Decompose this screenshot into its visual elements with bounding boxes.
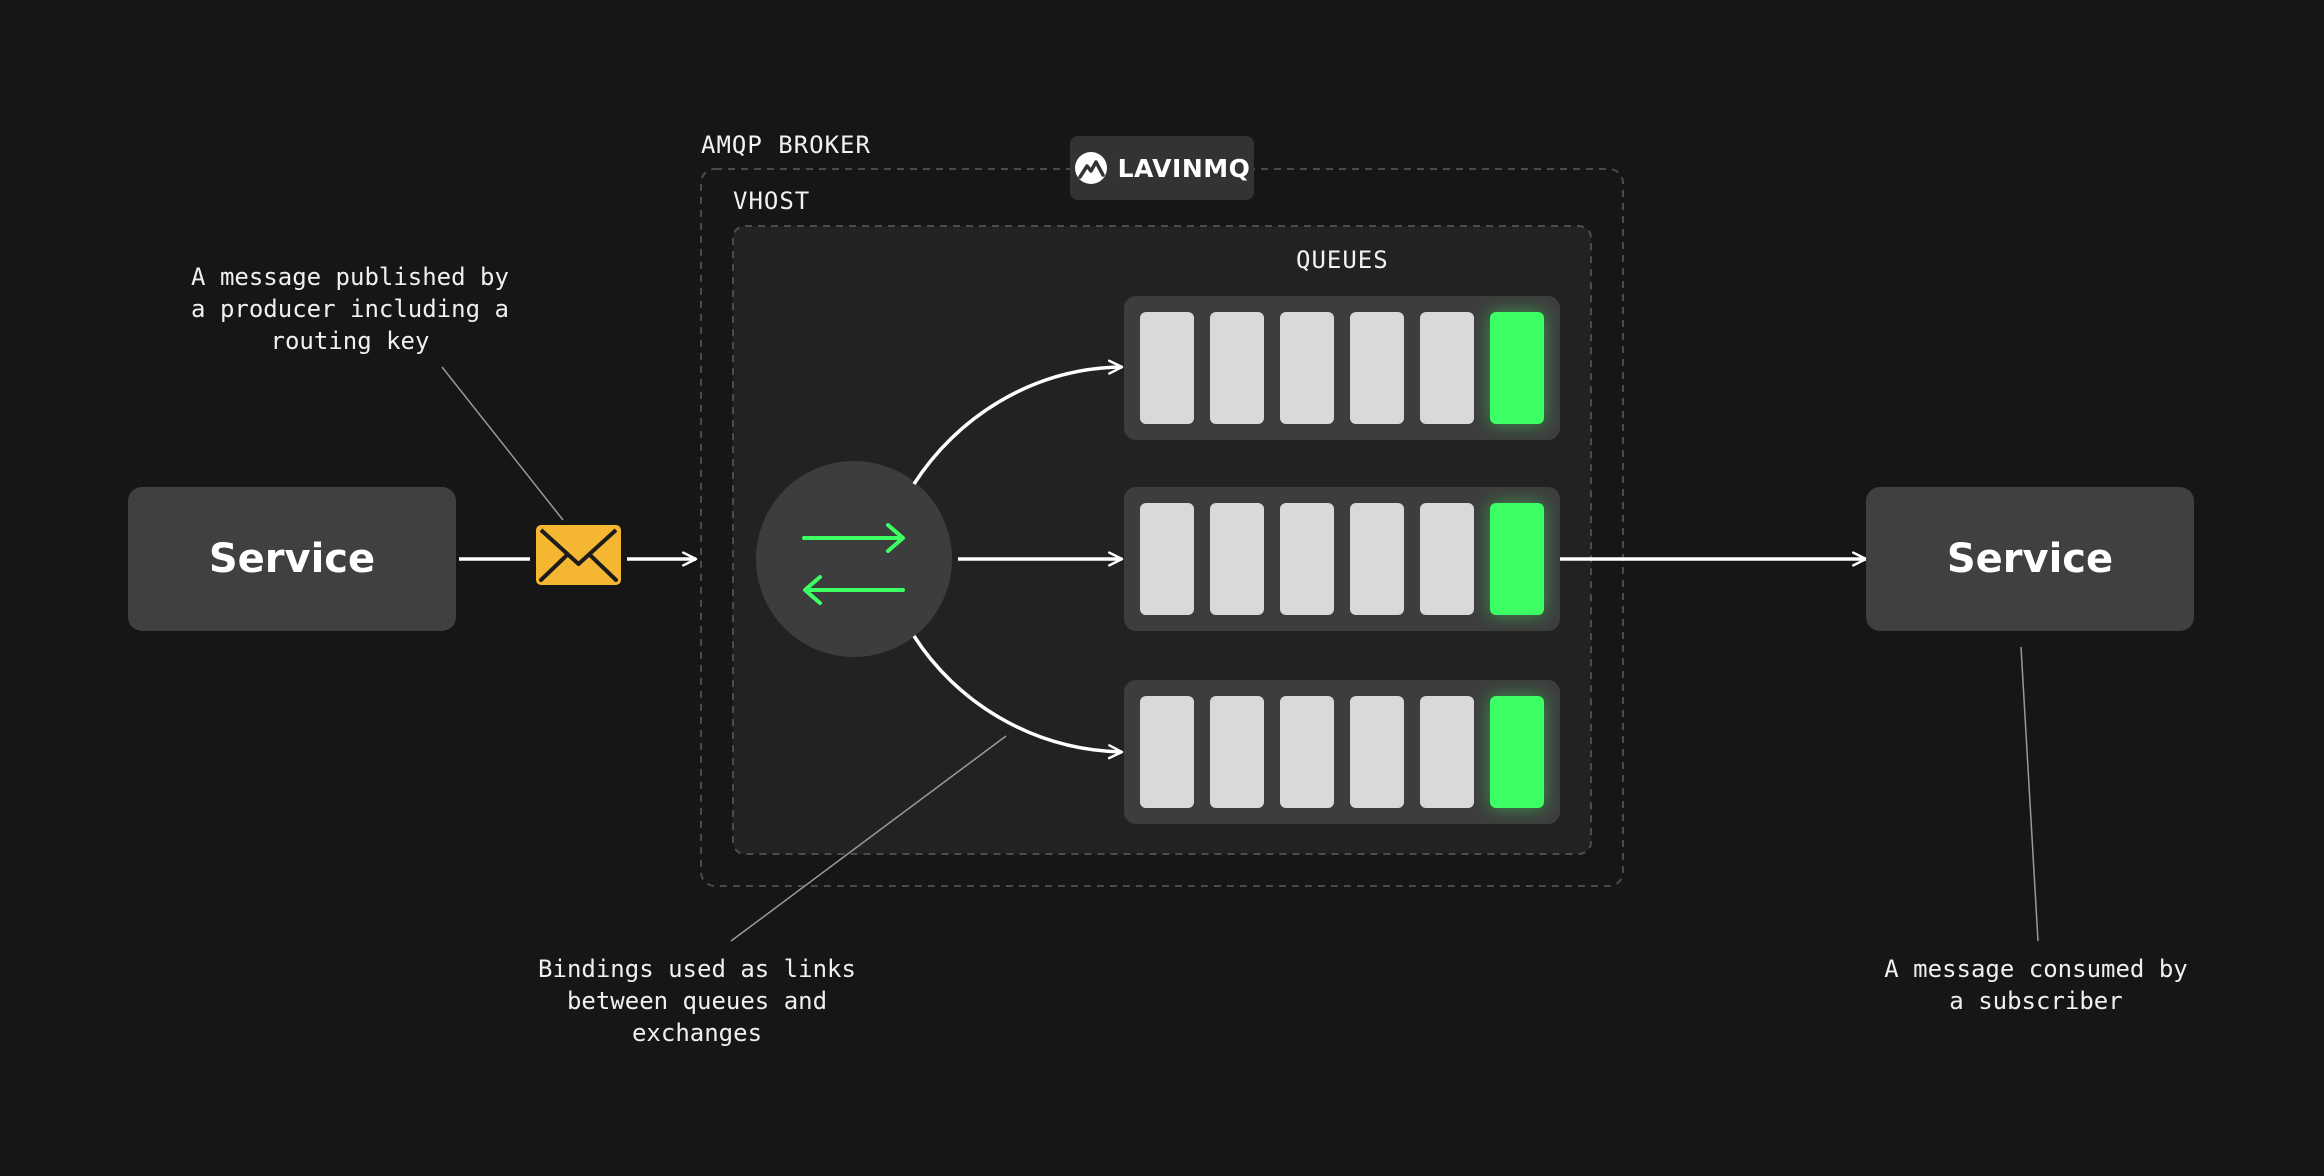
consumer-note-leader xyxy=(2020,646,2039,942)
exchange-node xyxy=(756,461,952,657)
consumer-note-line-1: A message consumed by xyxy=(1884,955,2188,983)
queue-message-slot xyxy=(1420,503,1474,615)
bindings-note-line-1: Bindings used as links xyxy=(538,955,856,983)
binding-arrow-top xyxy=(912,359,1124,485)
producer-note-line-2: a producer including a xyxy=(191,295,509,323)
brand-badge: LAVINMQ xyxy=(1070,136,1254,200)
queue-message-slot xyxy=(1350,503,1404,615)
queue-message-slot xyxy=(1420,312,1474,424)
queue-2 xyxy=(1124,487,1560,631)
queues-label: QUEUES xyxy=(1296,246,1389,274)
queue-message-slot xyxy=(1140,503,1194,615)
producer-note: A message published by a producer includ… xyxy=(150,261,550,357)
queue-message-slot xyxy=(1210,312,1264,424)
exchange-arrows-icon xyxy=(802,523,905,605)
queue-message-slot xyxy=(1280,312,1334,424)
producer-service-label: Service xyxy=(208,536,376,582)
consumer-note: A message consumed by a subscriber xyxy=(1836,953,2236,1017)
queue-message-slot xyxy=(1280,503,1334,615)
queue-message-slot-active xyxy=(1490,503,1544,615)
brand-name: LAVINMQ xyxy=(1117,153,1251,183)
queue-message-slot xyxy=(1420,696,1474,808)
binding-arrow-bottom xyxy=(912,635,1124,760)
queue-1 xyxy=(1124,296,1560,440)
bindings-note-line-2: between queues and xyxy=(566,987,828,1015)
queue-3 xyxy=(1124,680,1560,824)
bindings-note: Bindings used as links between queues an… xyxy=(497,953,897,1049)
queue-message-slot xyxy=(1210,503,1264,615)
queue-message-slot xyxy=(1280,696,1334,808)
consumer-note-line-2: a subscriber xyxy=(1949,987,2123,1015)
lavinmq-logo-icon xyxy=(1074,152,1107,184)
queue-message-slot xyxy=(1140,696,1194,808)
producer-note-line-1: A message published by xyxy=(191,263,509,291)
bindings-note-line-3: exchanges xyxy=(631,1019,763,1047)
producer-note-leader xyxy=(441,366,564,521)
broker-label: AMQP BROKER xyxy=(701,131,871,159)
queue-message-slot xyxy=(1140,312,1194,424)
queue-message-slot xyxy=(1350,696,1404,808)
envelope-icon xyxy=(536,525,621,585)
queue-message-slot xyxy=(1210,696,1264,808)
consumer-service: Service xyxy=(1866,487,2194,631)
vhost-label: VHOST xyxy=(733,187,811,215)
bindings-note-leader xyxy=(730,735,1007,942)
producer-service: Service xyxy=(128,487,456,631)
consumer-service-label: Service xyxy=(1946,536,2114,582)
queue-message-slot xyxy=(1350,312,1404,424)
queue-message-slot-active xyxy=(1490,312,1544,424)
queue-message-slot-active xyxy=(1490,696,1544,808)
producer-note-line-3: routing key xyxy=(270,327,430,355)
